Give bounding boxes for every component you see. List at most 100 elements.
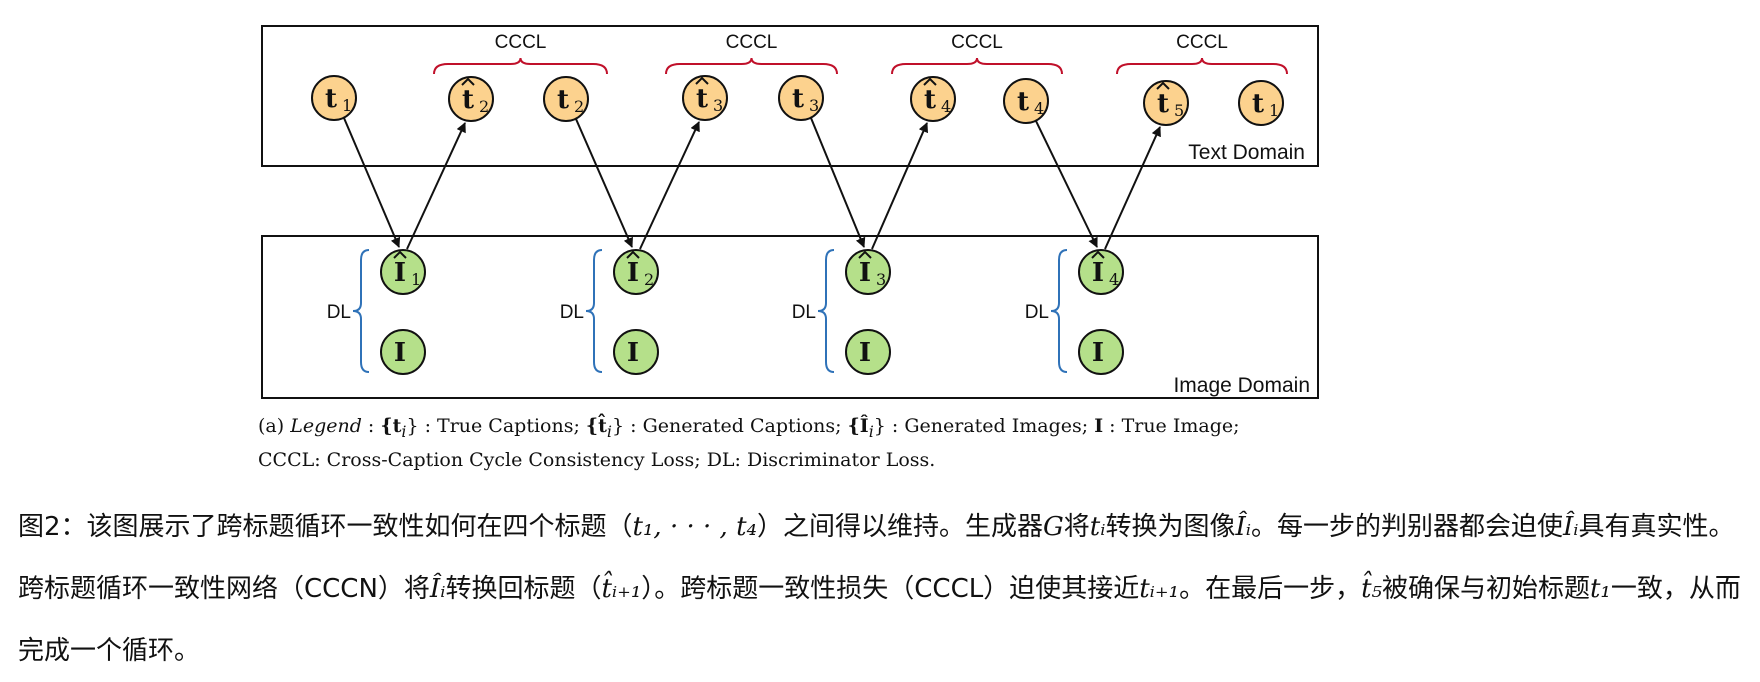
cccl-label-1: CCCL	[495, 32, 547, 53]
dl-label-4: DL	[1025, 302, 1049, 323]
caption-node-5-label: t	[924, 85, 936, 115]
true-image-node-1-label: I	[394, 338, 406, 368]
cccl-bracket-1	[433, 57, 608, 75]
caption-node-8-label: t	[1252, 89, 1264, 119]
generated-image-node-4-label: I	[1092, 258, 1104, 288]
generated-image-node-2-circle	[613, 249, 659, 295]
caption-node-1-hat	[461, 77, 475, 86]
legend-gen-images: : Generated Images;	[891, 415, 1089, 437]
caption-node-1-subscript: 2	[479, 97, 489, 116]
generated-image-node-3-subscript: 3	[876, 270, 886, 289]
caption-node-2-label: t	[557, 85, 569, 115]
generated-image-node-1-circle	[380, 249, 426, 295]
caption-node-3-circle	[682, 75, 728, 121]
caption-node-0-label: t	[325, 84, 337, 114]
arrow-caption-to-image-3	[810, 117, 866, 248]
true-image-node-3-circle	[845, 329, 891, 375]
arrow-image-to-caption-5	[1104, 126, 1161, 250]
generated-image-node-1-label: I	[394, 258, 406, 288]
legend-word: Legend	[290, 415, 362, 437]
legend-prefix: (a)	[258, 415, 285, 437]
dl-brace-4	[1050, 249, 1068, 373]
arrow-caption-to-image-2	[575, 118, 633, 248]
legend-line-2: CCCL: Cross-Caption Cycle Consistency Lo…	[258, 448, 936, 471]
generated-image-node-3-hat	[858, 250, 872, 259]
caption-node-2-circle	[543, 76, 589, 122]
legend-true-image-symbol: I	[1094, 415, 1104, 437]
caption-node-7-circle	[1143, 80, 1189, 126]
caption-node-1-circle	[448, 76, 494, 122]
true-image-node-2: I	[613, 329, 659, 375]
arrows-layer	[343, 117, 1161, 250]
cccl-bracket-4	[1116, 57, 1288, 75]
generated-image-node-2-label: I	[627, 258, 639, 288]
arrow-image-to-caption-2	[406, 122, 466, 250]
caption-node-6-circle	[1003, 78, 1049, 124]
legend-line-1: (a) Legend : {ti} : True Captions; {t̂i}…	[258, 412, 1358, 446]
true-image-node-4: I	[1078, 329, 1124, 375]
caption-node-0-circle	[311, 75, 357, 121]
legend-true-captions: : True Captions;	[424, 415, 580, 437]
caption-node-6-subscript: 4	[1034, 99, 1044, 118]
true-image-node-4-circle	[1078, 329, 1124, 375]
caption-node-8-subscript: 1	[1269, 101, 1279, 120]
caption-node-7-hat	[1156, 81, 1170, 90]
generated-image-node-4-circle	[1078, 249, 1124, 295]
caption-node-2-subscript: 2	[574, 97, 584, 116]
generated-image-node-3-label: I	[859, 258, 871, 288]
caption-node-3-hat	[695, 76, 709, 85]
caption-node-8-circle	[1238, 80, 1284, 126]
caption-node-4-label: t	[792, 84, 804, 114]
true-image-node-1: I	[380, 329, 426, 375]
arrow-caption-to-image-1	[343, 117, 401, 248]
arrow-caption-to-image-4	[1035, 120, 1098, 248]
caption-node-4-subscript: 3	[809, 96, 819, 115]
legend-true-image: : True Image;	[1109, 415, 1240, 437]
generated-image-node-1-subscript: 1	[411, 270, 421, 289]
cccl-label-3: CCCL	[951, 32, 1003, 53]
cccl-label-2: CCCL	[726, 32, 778, 53]
generated-image-node-3-circle	[845, 249, 891, 295]
dl-label-3: DL	[792, 302, 816, 323]
arrow-image-to-caption-3	[639, 121, 700, 250]
legend-sep: :	[367, 415, 375, 437]
dl-brace-3	[817, 249, 835, 373]
caption-node-1-label: t	[462, 85, 474, 115]
arrow-image-to-caption-4	[871, 122, 928, 250]
cccl-bracket-2	[665, 57, 838, 75]
caption-node-5-hat	[923, 77, 937, 86]
generated-image-node-4-subscript: 4	[1109, 270, 1119, 289]
dl-brace-2	[585, 249, 603, 373]
caption-node-7-label: t	[1157, 89, 1169, 119]
true-image-node-3: I	[845, 329, 891, 375]
legend: (a) Legend : {ti} : True Captions; {t̂i}…	[258, 412, 1358, 474]
caption-node-5-subscript: 4	[941, 97, 951, 116]
cccl-bracket-3	[891, 57, 1063, 75]
caption-node-3-subscript: 3	[713, 96, 723, 115]
legend-true-caption-symbol: {ti}	[380, 415, 419, 441]
caption-node-7-subscript: 5	[1174, 101, 1184, 120]
legend-gen-caption-symbol: {t̂i}	[585, 415, 625, 441]
dl-label-1: DL	[327, 302, 351, 323]
caption-node-3-label: t	[696, 84, 708, 114]
caption-node-4-circle	[778, 75, 824, 121]
true-image-node-2-circle	[613, 329, 659, 375]
true-image-node-1-circle	[380, 329, 426, 375]
generated-image-node-4-hat	[1091, 250, 1105, 259]
generated-image-node-2-subscript: 2	[644, 270, 654, 289]
legend-gen-image-symbol: {Îi}	[847, 415, 886, 441]
true-image-node-4-label: I	[1092, 338, 1104, 368]
